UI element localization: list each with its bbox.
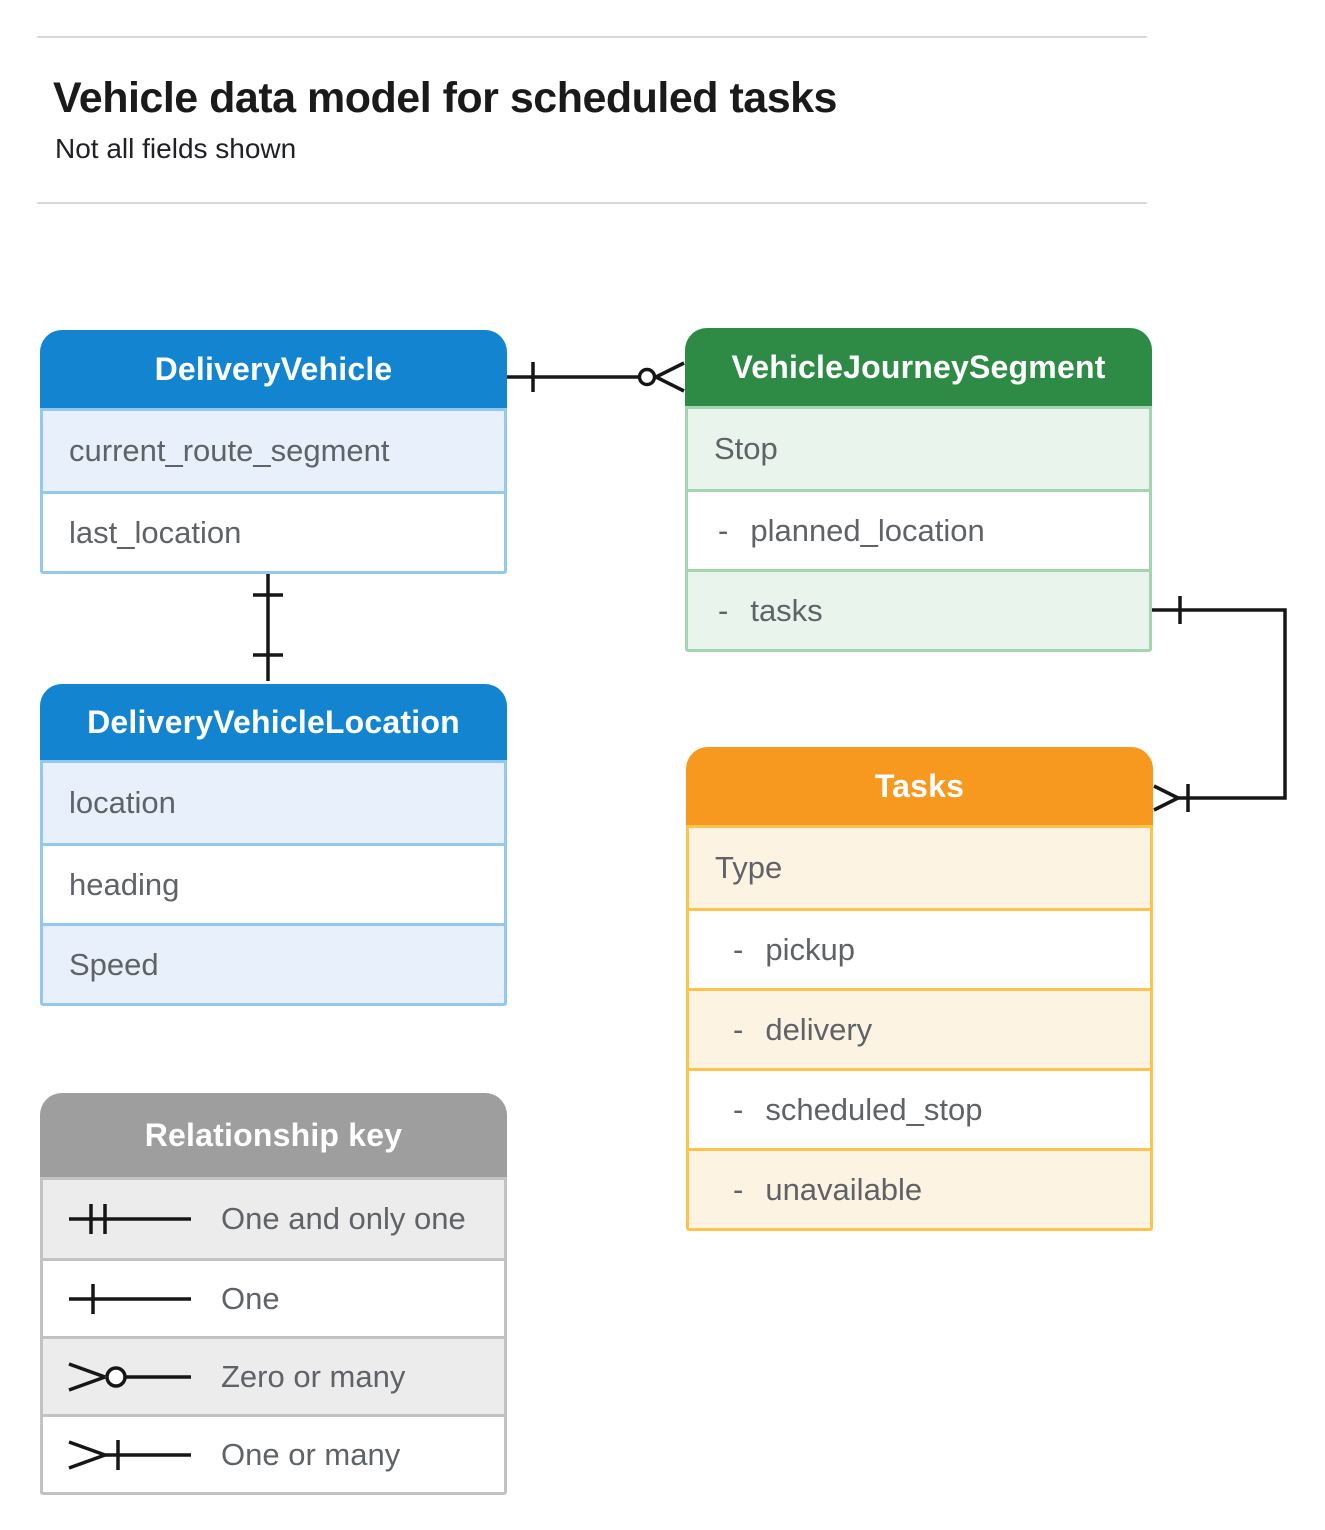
field-row: - planned_location [688,489,1149,569]
legend-row: One and only one [43,1180,504,1258]
legend-row: One [43,1258,504,1336]
field-row: last_location [43,491,504,571]
entity-title: VehicleJourneySegment [731,348,1106,385]
field-dash: - [718,592,729,628]
legend-label: One [221,1280,280,1316]
connector-deliveryvehicle-vehiclejourneysegment [507,361,685,393]
entity-header: DeliveryVehicleLocation [40,684,507,760]
field-label: planned_location [750,512,985,548]
field-label: last_location [69,514,242,550]
legend-label: Zero or many [221,1358,406,1394]
connector-vehiclejourneysegment-tasks [1152,596,1287,812]
one-symbol [69,1283,191,1314]
zero-circle [637,367,657,387]
entity-body: Stop - planned_location - tasks [685,406,1152,652]
field-row: - pickup [689,908,1150,988]
field-dash: - [733,1171,744,1207]
legend-title: Relationship key [144,1116,403,1153]
legend-row: One or many [43,1414,504,1492]
page-title: Vehicle data model for scheduled tasks [53,74,837,122]
field-row: - scheduled_stop [689,1068,1150,1148]
field-dash: - [733,1011,744,1047]
legend-row: Zero or many [43,1336,504,1414]
relationship-key: Relationship key One and only one One Ze… [40,1093,507,1495]
field-row: location [43,763,504,843]
legend-body: One and only one One Zero or many One or… [40,1177,507,1495]
top-divider [37,36,1147,38]
field-row: Speed [43,923,504,1003]
field-row: Stop [688,409,1149,489]
header-divider [37,202,1147,204]
zero-or-many-symbol [68,1361,191,1392]
entity-body: current_route_segment last_location [40,408,507,574]
entity-title: DeliveryVehicleLocation [87,703,460,740]
entity-delivery-vehicle: DeliveryVehicle current_route_segment la… [40,330,507,574]
field-label: pickup [765,931,855,967]
field-row: Type [689,828,1150,908]
entity-header: Tasks [686,747,1153,825]
field-dash: - [718,512,729,548]
field-label: scheduled_stop [765,1091,983,1127]
field-row: current_route_segment [43,411,504,491]
field-label: Stop [714,431,778,466]
field-label: heading [69,866,180,902]
connector-deliveryvehicle-deliveryvehiclelocation [253,570,283,681]
crow-foot [655,361,685,393]
field-label: unavailable [765,1171,923,1207]
entity-vehicle-journey-segment: VehicleJourneySegment Stop - planned_loc… [685,328,1152,652]
one-and-only-one-symbol [69,1204,191,1234]
entity-body: location heading Speed [40,760,507,1006]
entity-tasks: Tasks Type - pickup - delivery - schedul… [686,747,1153,1231]
field-label: current_route_segment [69,433,390,468]
field-label: delivery [765,1011,873,1047]
field-row: - unavailable [689,1148,1150,1228]
field-row: - delivery [689,988,1150,1068]
legend-label: One or many [221,1436,401,1472]
field-row: heading [43,843,504,923]
page-subtitle: Not all fields shown [55,133,297,164]
crow-foot [1153,784,1179,812]
field-label: Type [715,850,783,885]
entity-title: DeliveryVehicle [154,350,393,387]
legend-label: One and only one [221,1201,466,1236]
field-dash: - [733,931,744,967]
field-label: Speed [69,946,159,982]
entity-header: VehicleJourneySegment [685,328,1152,406]
entity-header: DeliveryVehicle [40,330,507,408]
entity-delivery-vehicle-location: DeliveryVehicleLocation location heading… [40,684,507,1006]
field-label: location [69,785,176,820]
field-row: - tasks [688,569,1149,649]
one-or-many-symbol [68,1439,191,1470]
entity-title: Tasks [874,767,965,804]
entity-body: Type - pickup - delivery - scheduled_sto… [686,825,1153,1231]
field-dash: - [733,1091,744,1127]
field-label: tasks [750,592,823,628]
legend-header: Relationship key [40,1093,507,1177]
connector-line [1152,608,1287,800]
